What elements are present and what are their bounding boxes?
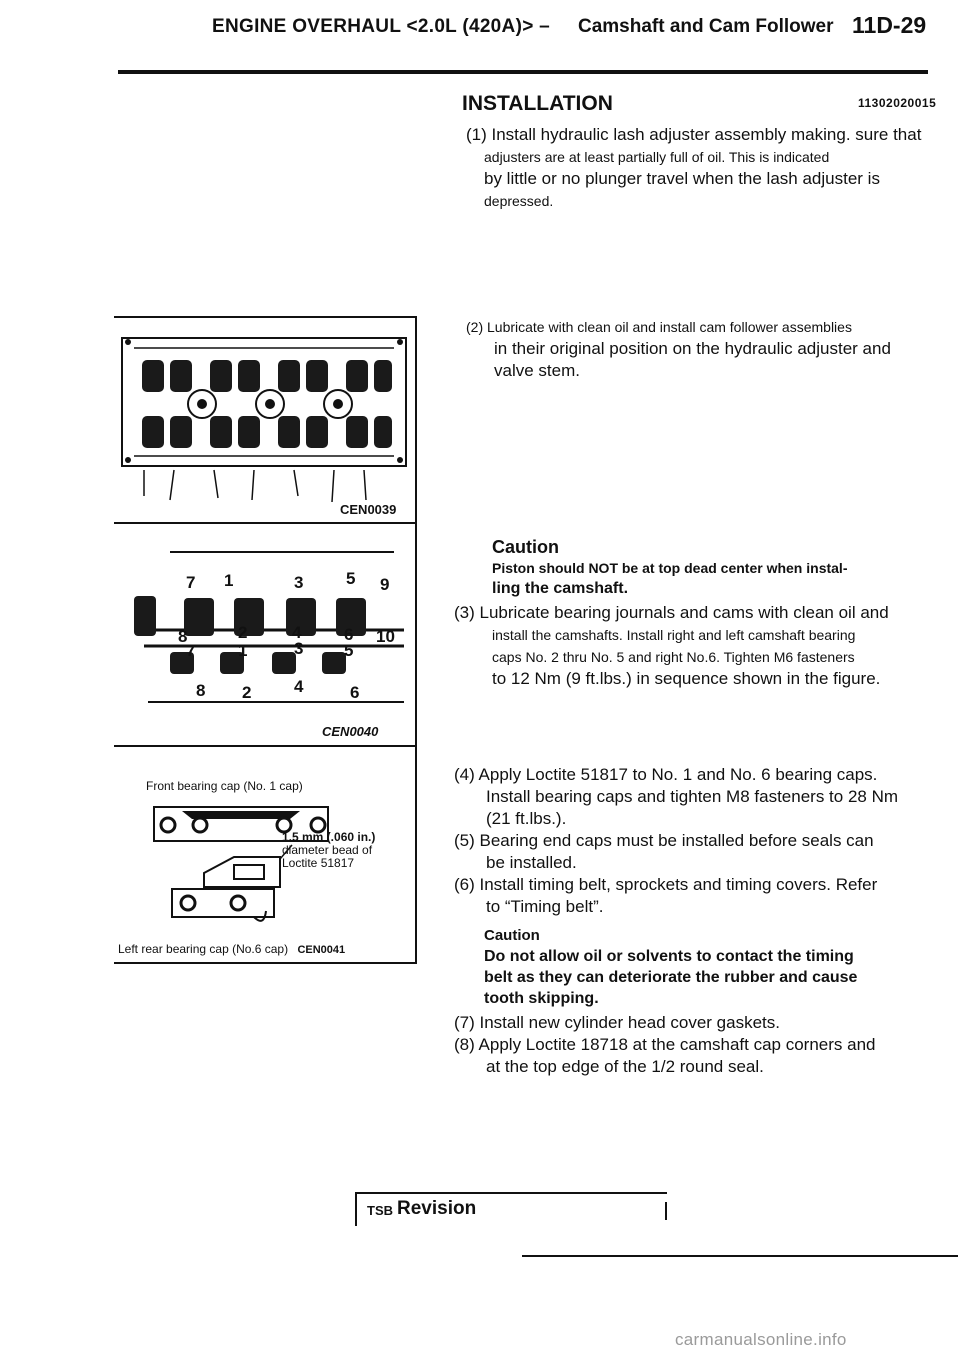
sequence-number: 3: [294, 573, 303, 592]
figure-rule: [114, 316, 416, 318]
step-4-line: Install bearing caps and tighten M8 fast…: [486, 787, 899, 806]
tsb-box-end: [665, 1202, 667, 1220]
step-2: (2) Lubricate with clean oil and install…: [466, 316, 936, 382]
rear-cap-label-row: Left rear bearing cap (No.6 cap) CEN0041: [118, 942, 345, 956]
figure-rule: [114, 522, 416, 524]
rear-cap-label: Left rear bearing cap (No.6 cap): [118, 942, 289, 956]
tsb-label: TSB: [367, 1203, 393, 1218]
bead-callout-line: Loctite 51817: [282, 856, 355, 870]
caution-2-title: Caution: [484, 927, 540, 944]
sequence-number: 10: [376, 627, 395, 646]
sequence-number: 2: [242, 683, 251, 702]
step-2-line: valve stem.: [494, 361, 580, 380]
sequence-number: 6: [350, 683, 359, 702]
sequence-number: 4: [294, 677, 304, 696]
step-4-line: (21 ft.lbs.).: [486, 809, 567, 828]
step-1-line: by little or no plunger travel when the …: [484, 169, 880, 188]
step-3-line: install the camshafts. Install right and…: [492, 627, 856, 643]
caution-2: Caution Do not allow oil or solvents to …: [484, 925, 924, 1009]
sequence-number: 3: [294, 639, 303, 658]
front-cap-label: Front bearing cap (No. 1 cap): [146, 779, 303, 793]
sequence-number: 5: [346, 569, 355, 588]
step-6-line: to “Timing belt”.: [486, 897, 604, 916]
sequence-number: 9: [380, 575, 389, 594]
step-7-line: (7) Install new cylinder head cover gask…: [454, 1013, 780, 1032]
bead-callout-line: 1.5 mm (.060 in.): [282, 830, 376, 844]
step-2-line: (2) Lubricate with clean oil and install…: [466, 319, 852, 335]
figure-3-code: CEN0041: [297, 944, 346, 956]
sequence-number: 4: [292, 623, 302, 642]
bottom-rule: [522, 1255, 958, 1257]
step-4-line: (4) Apply Loctite 51817 to No. 1 and No.…: [454, 765, 878, 784]
sequence-number: 7: [186, 641, 195, 660]
header-section-title: ENGINE OVERHAUL <2.0L (420A)> –: [212, 16, 551, 37]
step-2-line: in their original position on the hydrau…: [494, 339, 891, 358]
revision-label: Revision: [397, 1198, 477, 1219]
figure-bearing-caps: Front bearing cap (No. 1 cap) 1.5 mm (.0…: [114, 749, 414, 961]
header-page-code: 11D-29: [852, 12, 927, 38]
step-5-line: be installed.: [486, 853, 577, 872]
caution-2-line: belt as they can deteriorate the rubber …: [484, 969, 858, 986]
sequence-number: 6: [344, 625, 353, 644]
caution-2-line: Do not allow oil or solvents to contact …: [484, 948, 854, 965]
steps-4-6: (4) Apply Loctite 51817 to No. 1 and No.…: [454, 764, 934, 918]
figure-camshaft-sequence: 7 1 3 5 9 8 2 4 6 10 7 1 3 5 8 2 4 6 CEN…: [114, 526, 414, 744]
step-1: (1) Install hydraulic lash adjuster asse…: [466, 124, 936, 212]
figure-column-border: [112, 316, 417, 964]
section-code: 11302020015: [858, 96, 937, 110]
sequence-number: 1: [224, 571, 233, 590]
figure-2-code: CEN0040: [322, 724, 379, 739]
caution-1: Caution Piston should NOT be at top dead…: [492, 537, 932, 600]
sequence-number: 5: [344, 641, 353, 660]
figure-rule: [114, 962, 416, 964]
tsb-revision-box: TSB Revision: [355, 1192, 667, 1226]
caution-1-line: ling the camshaft.: [492, 580, 629, 597]
page-header: ENGINE OVERHAUL <2.0L (420A)> – Camshaft…: [0, 0, 960, 80]
sequence-number: 1: [238, 641, 247, 660]
figure-cam-followers: CEN0039: [114, 320, 414, 520]
header-subject: Camshaft and Cam Follower: [578, 16, 834, 37]
camshaft-illustration: 7 1 3 5 9 8 2 4 6 10 7 1 3 5 8 2 4 6 CEN…: [114, 526, 414, 744]
step-3-line: to 12 Nm (9 ft.lbs.) in sequence shown i…: [492, 669, 881, 688]
caution-1-title: Caution: [492, 537, 559, 557]
step-1-line: adjusters are at least partially full of…: [484, 149, 830, 165]
figure-1-code: CEN0039: [340, 502, 396, 517]
caution-1-line: Piston should NOT be at top dead center …: [492, 560, 848, 576]
bearing-cap-illustration: [153, 806, 329, 922]
bead-callout-line: diameter bead of: [282, 843, 373, 857]
step-1-line: (1) Install hydraulic lash adjuster asse…: [466, 125, 922, 144]
watermark: carmanualsonline.info: [675, 1330, 847, 1349]
caution-2-line: tooth skipping.: [484, 990, 599, 1007]
step-3-line: caps No. 2 thru No. 5 and right No.6. Ti…: [492, 649, 855, 665]
step-6-line: (6) Install timing belt, sprockets and t…: [454, 875, 878, 894]
bead-callout: 1.5 mm (.060 in.) diameter bead of Locti…: [282, 831, 375, 870]
step-3-line: (3) Lubricate bearing journals and cams …: [454, 603, 889, 622]
figure-rule: [114, 745, 416, 747]
step-1-line: depressed.: [484, 193, 554, 209]
cylinder-head-illustration: CEN0039: [114, 320, 414, 520]
step-8-line: at the top edge of the 1/2 round seal.: [486, 1057, 764, 1076]
header-rule: [118, 70, 928, 74]
section-title: INSTALLATION: [462, 92, 613, 115]
sequence-number: 2: [238, 623, 247, 642]
step-3: (3) Lubricate bearing journals and cams …: [454, 602, 934, 690]
sequence-number: 8: [178, 627, 187, 646]
sequence-number: 7: [186, 573, 195, 592]
sequence-number: 8: [196, 681, 205, 700]
step-5-line: (5) Bearing end caps must be installed b…: [454, 831, 874, 850]
steps-7-8: (7) Install new cylinder head cover gask…: [454, 1012, 934, 1078]
step-8-line: (8) Apply Loctite 18718 at the camshaft …: [454, 1035, 876, 1054]
